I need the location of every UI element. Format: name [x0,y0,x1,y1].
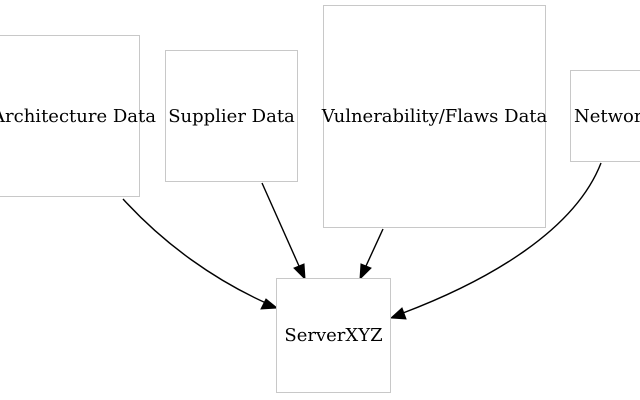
edge-line [122,198,267,304]
edge-supplier-to-server [261,182,306,281]
arrowhead [260,298,279,310]
arrowhead [359,263,372,281]
edge-line [261,182,300,267]
node-label: Vulnerability/Flaws Data [321,106,548,127]
arrowhead [389,307,407,320]
node-network-data: Network Data [570,70,640,162]
edge-line [365,228,384,267]
edge-architecture-to-server [122,198,279,310]
edge-vulnerability-to-server [359,228,384,281]
node-server-xyz: ServerXYZ [276,278,391,393]
node-supplier-data: Supplier Data [165,50,298,182]
node-architecture-data: Architecture Data [0,35,156,197]
node-label: Architecture Data [0,105,156,127]
arrowhead [293,263,306,281]
node-vulnerability-flaws-data: Vulnerability/Flaws Data [321,5,548,228]
node-label: Network Data [574,105,640,127]
node-label: ServerXYZ [284,325,383,346]
node-label: Supplier Data [168,105,295,127]
